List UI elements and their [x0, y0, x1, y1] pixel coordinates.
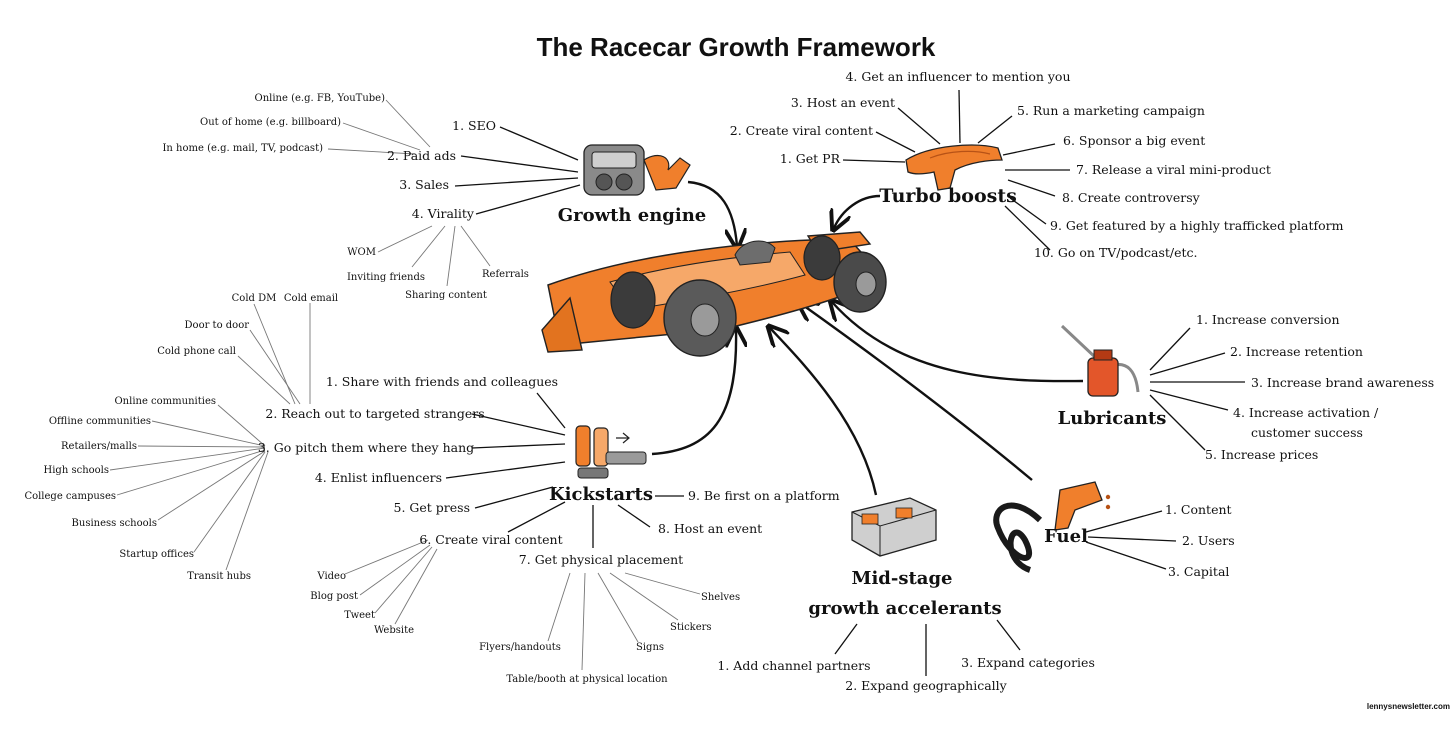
- viral-content-sub-item: Website: [374, 625, 414, 636]
- growth-engine-item: 3. Sales: [399, 177, 449, 192]
- fuel-item: 3. Capital: [1168, 564, 1229, 579]
- reach-out-sub-item: Cold email: [284, 293, 338, 304]
- turbo-boosts-item: 8. Create controversy: [1062, 190, 1201, 205]
- lubricants-item: 2. Increase retention: [1230, 344, 1363, 359]
- kickstarts-item: 5. Get press: [394, 500, 470, 515]
- turbo-boosts-item: 2. Create viral content: [730, 123, 873, 138]
- ignition-pedal-icon: [575, 425, 647, 479]
- placement-sub-item: Stickers: [670, 622, 712, 633]
- kickstarts-item: 6. Create viral content: [419, 532, 562, 547]
- reach-out-sub-item: Cold phone call: [157, 346, 236, 357]
- fuel-nozzle-icon: [993, 481, 1111, 573]
- flow-arrows: [651, 180, 1084, 496]
- fuel-item: 1. Content: [1165, 502, 1232, 517]
- turbo-boosts-label: Turbo boosts: [879, 185, 1017, 207]
- kickstarts-label: Kickstarts: [549, 484, 653, 505]
- placement-sub-item: Signs: [636, 642, 664, 653]
- kickstarts-item: 7. Get physical placement: [519, 552, 683, 567]
- reach-out-sub-item: Door to door: [185, 320, 250, 331]
- turbo-boosts-item: 4. Get an influencer to mention you: [845, 69, 1070, 84]
- mid-stage-label-line1: Mid-stage: [852, 568, 953, 589]
- turbo-boosts-item: 7. Release a viral mini-product: [1076, 162, 1271, 177]
- sub-connector-lines: [109, 99, 701, 671]
- lubricants-item: customer success: [1251, 425, 1363, 440]
- turbo-boosts-item: 1. Get PR: [780, 151, 841, 166]
- battery-module-icon: [851, 497, 937, 557]
- reach-out-sub-item: Cold DM: [232, 293, 277, 304]
- mid-stage-label-line2: growth accelerants: [808, 598, 1001, 619]
- growth-engine-label: Growth engine: [558, 205, 707, 226]
- virality-sub-item: Sharing content: [405, 290, 487, 301]
- turbo-boosts-item: 9. Get featured by a highly trafficked p…: [1050, 218, 1344, 233]
- pitch-sub-item: Transit hubs: [187, 571, 251, 582]
- pitch-sub-item: Business schools: [72, 518, 157, 529]
- paid-ads-sub-item: In home (e.g. mail, TV, podcast): [162, 143, 323, 154]
- placement-sub-item: Flyers/handouts: [479, 642, 561, 653]
- lubricants-item: 1. Increase conversion: [1196, 312, 1340, 327]
- turbo-wing-icon: [905, 144, 1003, 191]
- placement-sub-item: Table/booth at physical location: [506, 674, 668, 685]
- paid-ads-sub-item: Out of home (e.g. billboard): [200, 117, 341, 128]
- fuel-label: Fuel: [1044, 526, 1088, 547]
- pitch-sub-item: College campuses: [24, 491, 116, 502]
- virality-sub-item: Inviting friends: [347, 272, 425, 283]
- pitch-sub-item: Startup offices: [119, 549, 194, 560]
- oil-can-icon: [1060, 324, 1140, 397]
- paid-ads-sub-item: Online (e.g. FB, YouTube): [255, 93, 386, 104]
- turbo-boosts-item: 3. Host an event: [791, 95, 895, 110]
- connector-lines: [445, 89, 1245, 676]
- pitch-sub-item: High schools: [44, 465, 109, 476]
- watermark: lennysnewsletter.com: [1367, 702, 1450, 711]
- growth-engine-item: 4. Virality: [412, 206, 475, 221]
- racecar-illustration: [541, 231, 887, 357]
- viral-content-sub-item: Blog post: [310, 591, 358, 602]
- kickstarts-item: 4. Enlist influencers: [315, 470, 442, 485]
- kickstarts-item: 2. Reach out to targeted strangers: [265, 406, 484, 421]
- viral-content-sub-item: Tweet: [344, 610, 375, 621]
- lubricants-item: 3. Increase brand awareness: [1251, 375, 1434, 390]
- kickstarts-item: 9. Be first on a platform: [688, 488, 840, 503]
- turbo-boosts-item: 5. Run a marketing campaign: [1017, 103, 1205, 118]
- turbo-boosts-item: 6. Sponsor a big event: [1063, 133, 1205, 148]
- viral-content-sub-item: Video: [316, 571, 346, 582]
- pitch-sub-item: Online communities: [114, 396, 216, 407]
- fuel-item: 2. Users: [1182, 533, 1235, 548]
- growth-engine-item: 2. Paid ads: [387, 148, 456, 163]
- virality-sub-item: WOM: [347, 247, 376, 258]
- pitch-sub-item: Retailers/malls: [61, 441, 137, 452]
- lubricants-item: 5. Increase prices: [1205, 447, 1318, 462]
- mid-stage-item: 2. Expand geographically: [845, 678, 1007, 693]
- page-title: The Racecar Growth Framework: [537, 32, 936, 62]
- turbo-boosts-item: 10. Go on TV/podcast/etc.: [1034, 245, 1198, 260]
- lubricants-item: 4. Increase activation /: [1233, 405, 1379, 420]
- pitch-sub-item: Offline communities: [49, 416, 151, 427]
- kickstarts-item: 8. Host an event: [658, 521, 762, 536]
- lubricants-label: Lubricants: [1058, 408, 1167, 429]
- mid-stage-item: 3. Expand categories: [961, 655, 1095, 670]
- virality-sub-item: Referrals: [482, 269, 529, 280]
- mid-stage-item: 1. Add channel partners: [717, 658, 870, 673]
- kickstarts-item: 3. Go pitch them where they hang: [258, 440, 474, 455]
- engine-icon: [583, 144, 691, 196]
- kickstarts-item: 1. Share with friends and colleagues: [326, 374, 558, 389]
- growth-engine-item: 1. SEO: [452, 118, 496, 133]
- placement-sub-item: Shelves: [701, 592, 740, 603]
